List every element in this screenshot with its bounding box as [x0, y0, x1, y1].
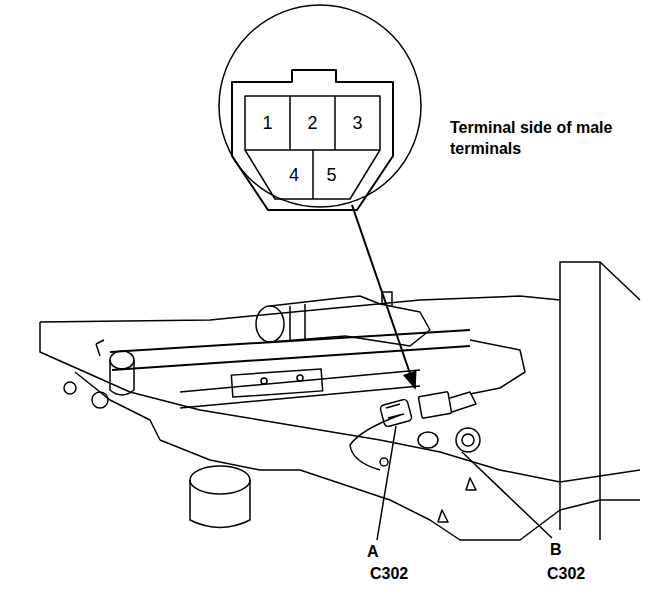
inset-circle [219, 5, 421, 207]
cowl-panel [40, 262, 640, 322]
connector-callout: C302 [545, 564, 587, 585]
connector-a [386, 404, 404, 418]
bolt [462, 434, 474, 446]
connector-a [380, 399, 413, 427]
bolt [456, 428, 480, 452]
rivet [297, 375, 303, 381]
wire-harness [470, 340, 525, 394]
grommet [418, 432, 438, 448]
pin-number: 3 [352, 114, 362, 132]
stud [438, 478, 476, 522]
wiper-motor [290, 304, 305, 340]
bolt [64, 382, 76, 394]
wiper-pivot [110, 360, 134, 395]
wiper-pivot [110, 351, 134, 369]
body-panel [560, 262, 600, 540]
wiper-motor [270, 298, 345, 342]
connector-b [418, 392, 451, 419]
strut-tower [190, 466, 250, 494]
wiper-pivot [96, 340, 104, 356]
connector-callout: C302 [368, 564, 410, 585]
cell-dividers [245, 96, 380, 199]
pin-number: 1 [262, 114, 272, 132]
view-note: Terminal side of male terminals [448, 118, 642, 160]
pin-number: 2 [307, 114, 317, 132]
pin-number: 4 [289, 166, 299, 184]
body-panel [160, 440, 210, 460]
pin-cell: 4 [275, 150, 313, 199]
pin-cell: 3 [335, 96, 380, 150]
pin-number: 5 [326, 166, 336, 184]
connector-b [450, 392, 476, 412]
wiper-motor [256, 306, 284, 342]
body-panel [75, 372, 640, 540]
pin-cell: 1 [245, 96, 290, 150]
cowl-panel [40, 322, 640, 482]
connector-callout: B [548, 540, 564, 561]
connector-housing [232, 70, 393, 210]
wiper-motor [382, 292, 392, 306]
leader-line [377, 426, 396, 540]
wiper-linkage [231, 369, 322, 397]
rivet [261, 378, 267, 384]
connector-callout: A [365, 542, 381, 563]
wiper-motor [340, 296, 430, 346]
pin-cell: 5 [313, 150, 350, 199]
connector-face [245, 96, 380, 199]
leader-line [462, 452, 552, 538]
bolt [380, 458, 388, 466]
strut-tower [190, 480, 250, 528]
pin-cell: 2 [290, 96, 335, 150]
wiper-linkage [180, 370, 420, 408]
bolt [92, 392, 108, 408]
